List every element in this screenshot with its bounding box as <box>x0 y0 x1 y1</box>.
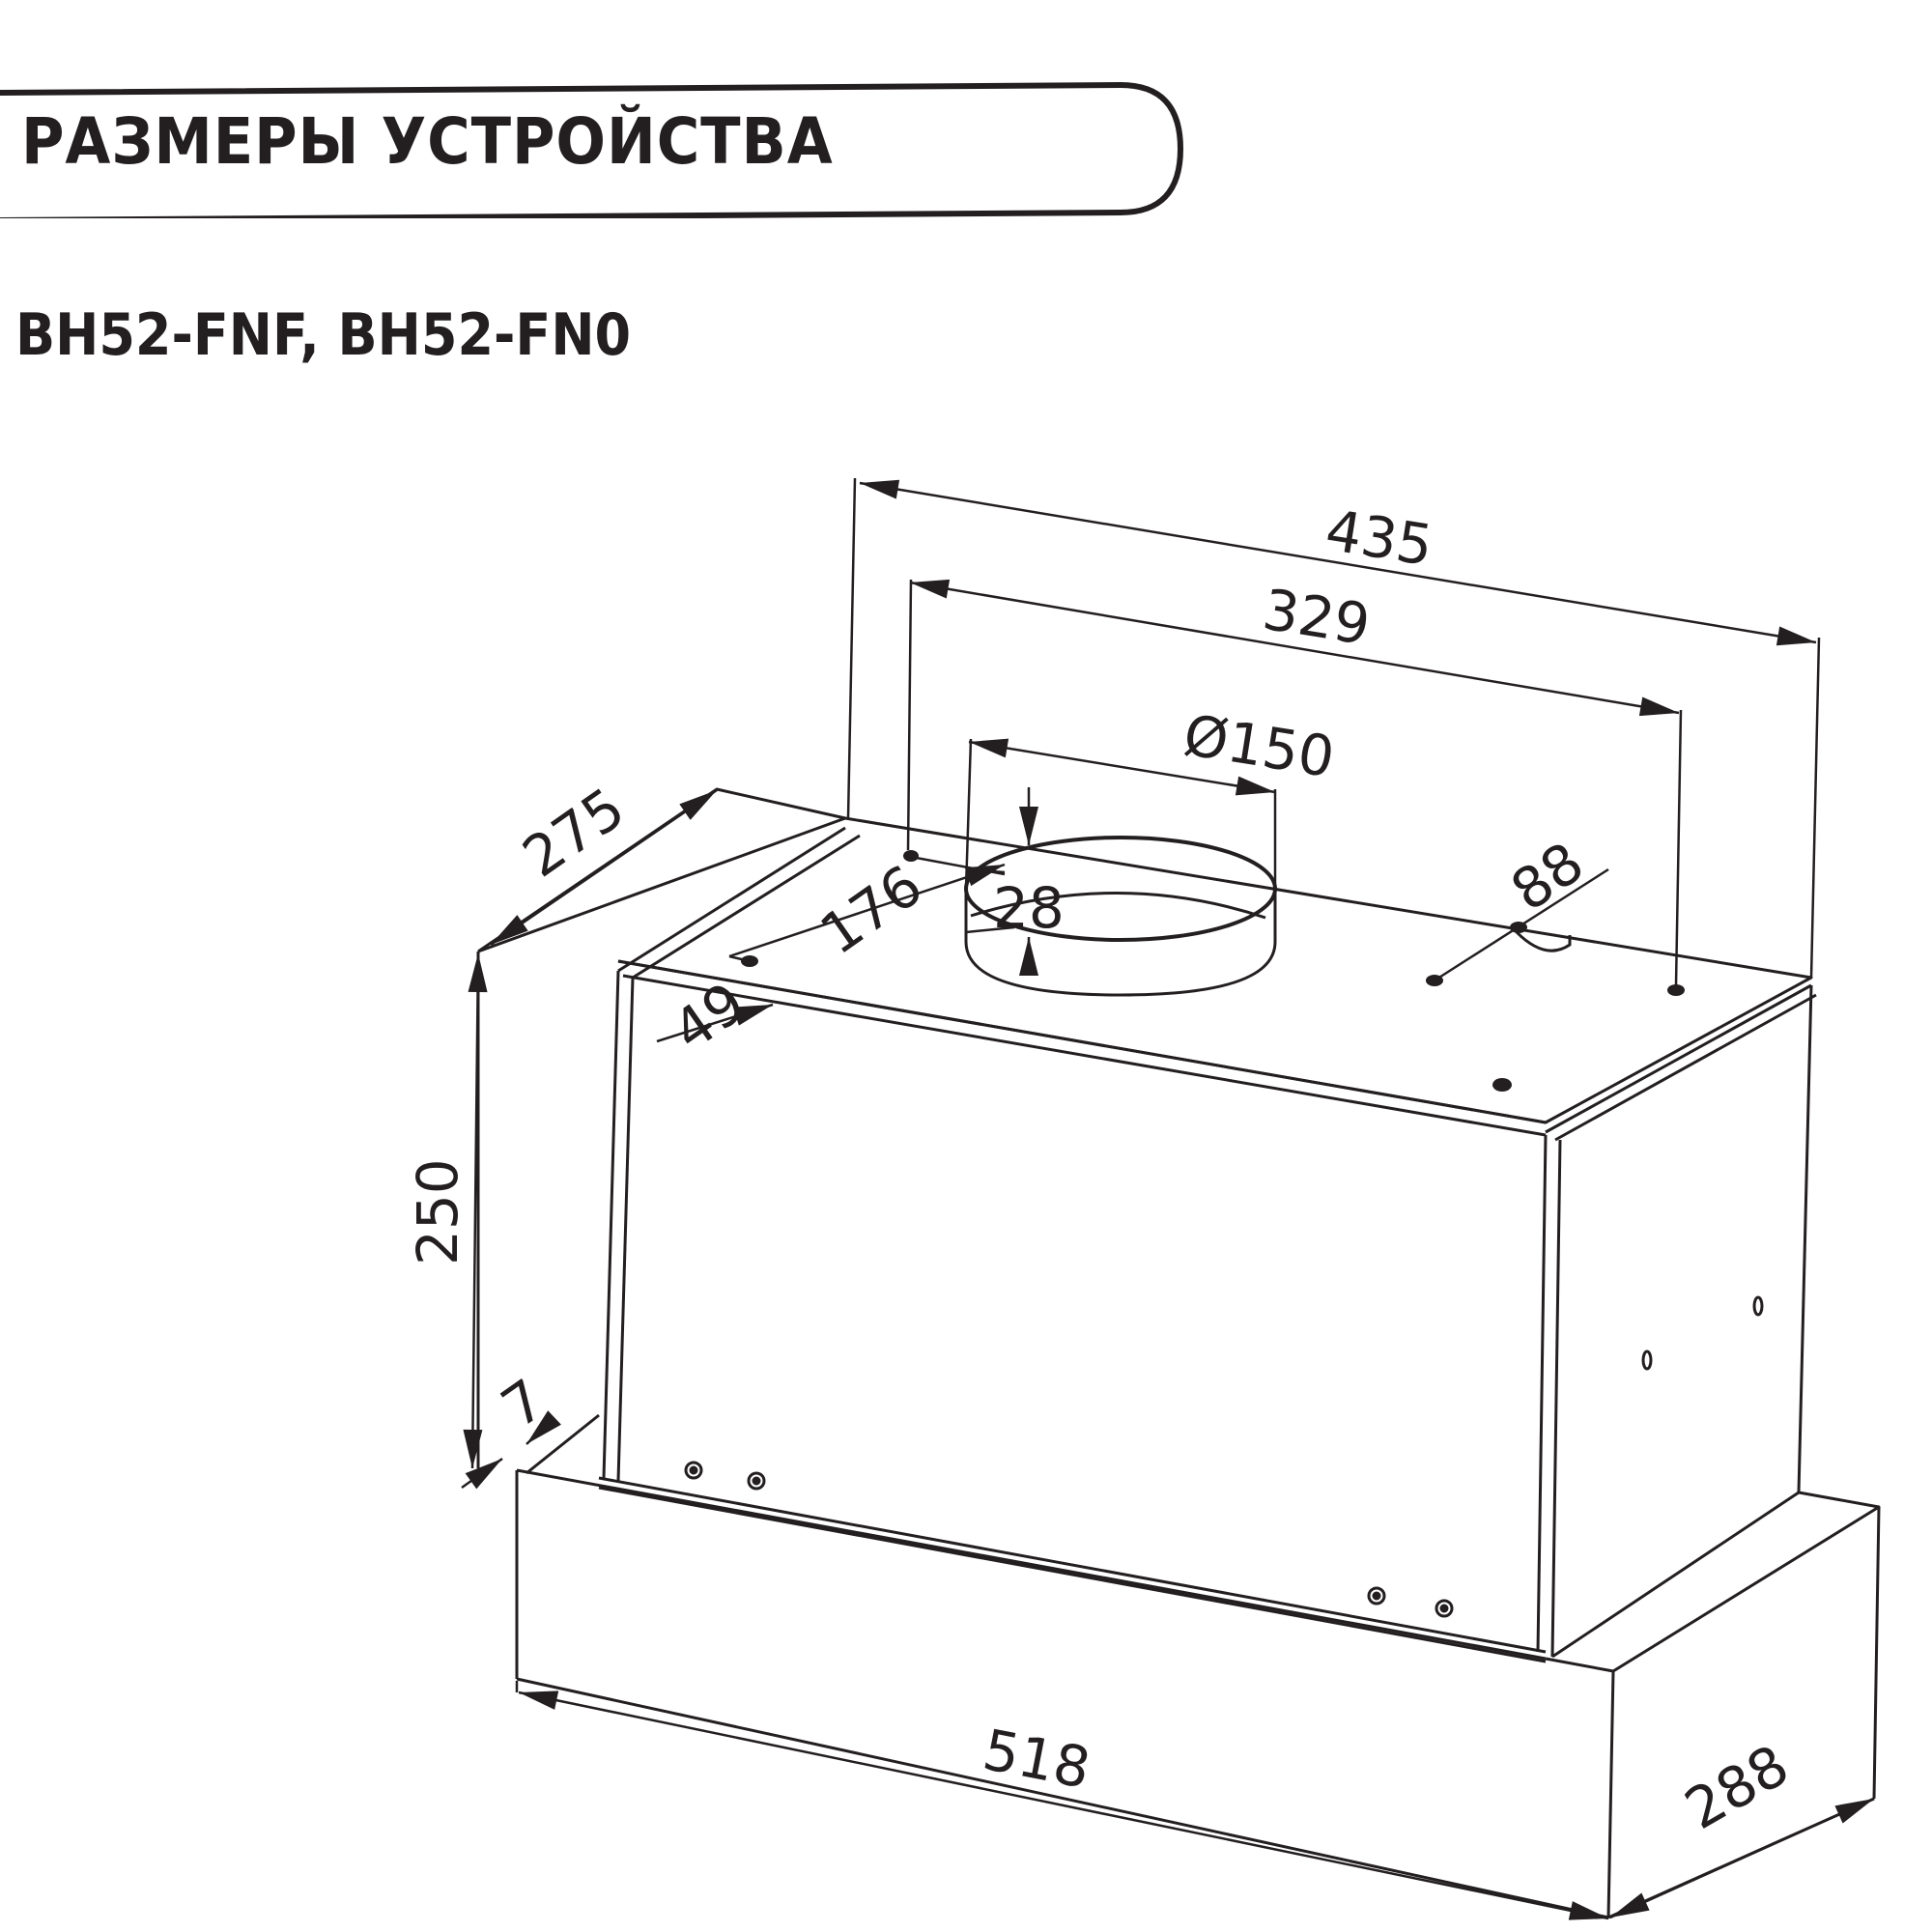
model-numbers: BH52-FNF, BH52-FN0 <box>15 301 632 369</box>
dim-label-250: 250 <box>405 1158 470 1265</box>
hood-body <box>476 787 1881 1919</box>
hole-icon <box>1492 1078 1512 1092</box>
screws <box>684 1295 1764 1618</box>
hole-icon <box>903 850 919 862</box>
dim-label-435: 435 <box>1321 497 1437 579</box>
dimension-lines <box>461 477 1875 1920</box>
dim-label-518: 518 <box>978 1717 1095 1802</box>
title-banner-frame <box>0 81 1183 218</box>
hole-icon <box>1667 984 1685 996</box>
dim-label-duct-diameter: Ø150 <box>1179 702 1339 791</box>
dim-label-7: 7 <box>490 1367 556 1441</box>
title-banner <box>0 81 1183 218</box>
dim-label-28: 28 <box>993 875 1065 941</box>
dim-label-275: 275 <box>511 775 637 890</box>
dim-label-288: 288 <box>1674 1732 1800 1842</box>
cable-notch <box>1515 930 1572 952</box>
dim-label-88: 88 <box>1499 829 1595 923</box>
page-title: РАЗМЕРЫ УСТРОЙСТВА <box>21 104 834 179</box>
dim-label-176: 176 <box>809 852 934 967</box>
